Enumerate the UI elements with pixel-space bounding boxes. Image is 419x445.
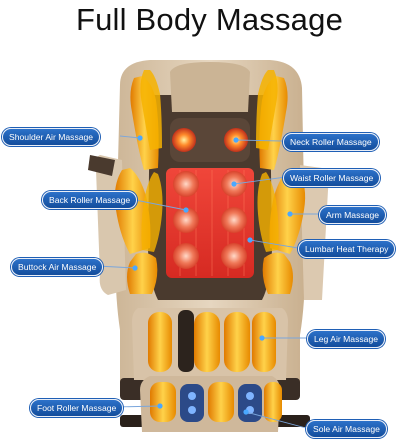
label-waist-roller-massage: Waist Roller Massage [283,169,381,187]
back-rollers [173,171,247,269]
label-buttock-air-massage: Buttock Air Massage [11,258,104,276]
leg-airbags [148,310,276,372]
arm-airbags [114,168,306,254]
callout-lines [96,135,318,429]
foot-massage [150,382,282,422]
callout-dots [132,135,293,415]
page-title: Full Body Massage [75,2,344,37]
label-arm-massage: Arm Massage [319,206,387,224]
label-back-roller-massage: Back Roller Massage [42,191,138,209]
label-neck-roller-massage: Neck Roller Massage [283,133,379,151]
shoulder-airbags [130,70,288,170]
label-lumbar-heat-therapy: Lumbar Heat Therapy [298,240,396,258]
label-shoulder-air-massage: Shoulder Air Massage [2,128,101,146]
label-foot-roller-massage: Foot Roller Massage [30,399,124,417]
buttock-airbags [127,252,293,294]
label-leg-air-massage: Leg Air Massage [307,330,386,348]
label-sole-air-massage: Sole Air Massage [306,420,387,438]
